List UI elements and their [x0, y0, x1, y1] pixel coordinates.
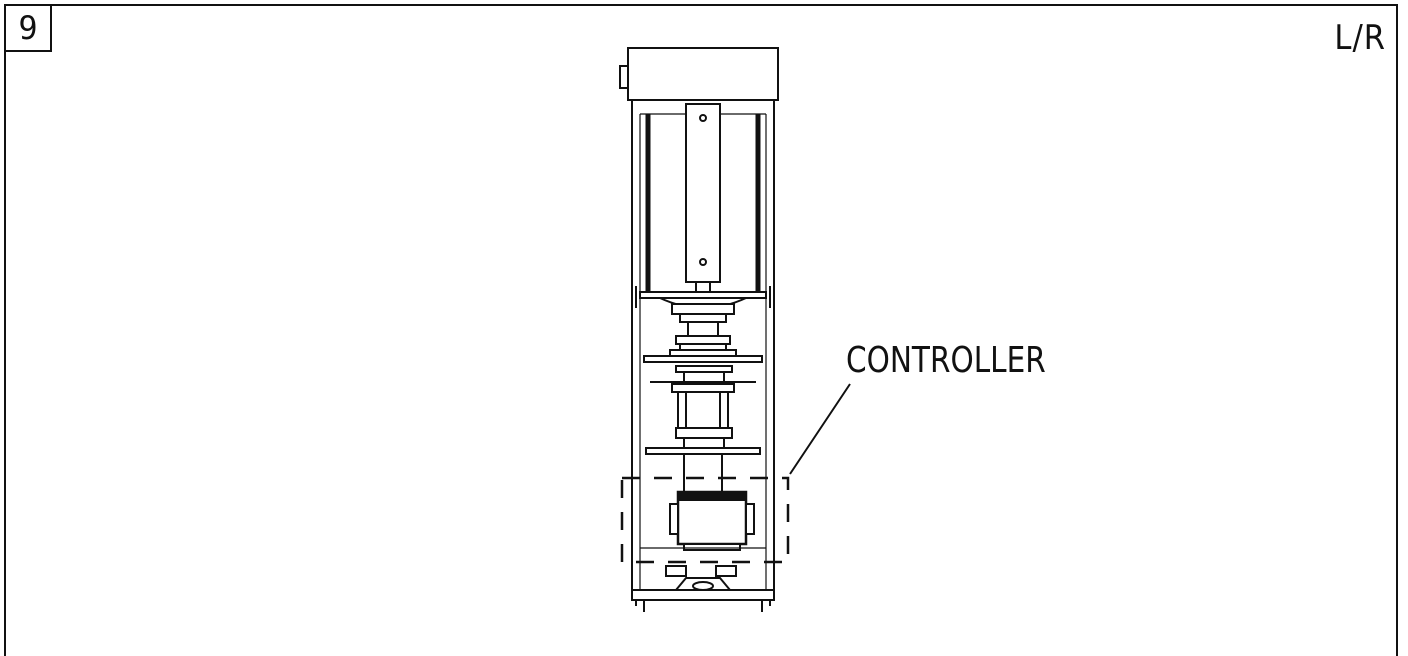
callout-leader-line: [789, 383, 851, 475]
diagram-frame: [4, 4, 1398, 656]
base-plate: [631, 589, 775, 601]
central-mast: [685, 103, 721, 283]
side-label: L/R: [1334, 18, 1386, 58]
top-housing: [627, 47, 779, 101]
step-number-box: 9: [4, 4, 52, 52]
upper-plate: [639, 291, 767, 299]
side-knob: [619, 65, 629, 89]
controller-highlight-box: [620, 476, 790, 564]
callout-label: CONTROLLER: [846, 340, 1046, 381]
step-number: 9: [18, 9, 38, 47]
